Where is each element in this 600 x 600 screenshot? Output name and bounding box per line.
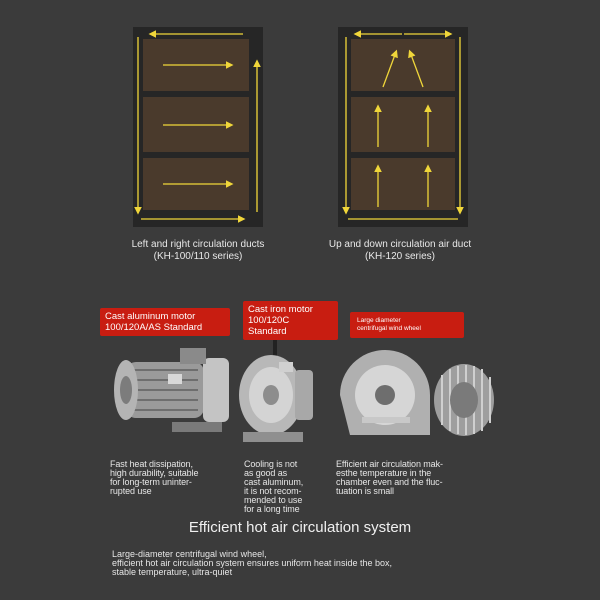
duct-caption-line1: Left and right circulation ducts — [131, 239, 265, 250]
desc-line: Cooling is not — [244, 459, 298, 469]
footer-line: Large-diameter centrifugal wind wheel, — [112, 549, 267, 559]
cast-iron-motor-description: Cooling is not as good as cast aluminum,… — [244, 460, 303, 514]
shelf — [351, 97, 455, 152]
label-line2: 100/120C — [248, 315, 290, 326]
desc-line: esthe temperature in the — [336, 468, 432, 478]
label-line1: Cast aluminum motor — [105, 311, 196, 322]
shelf — [351, 39, 455, 91]
headline: Efficient hot air circulation system — [188, 519, 412, 536]
duct-caption-line2: (KH-100/110 series) — [153, 251, 243, 262]
desc-line: cast aluminum, — [244, 477, 304, 487]
duct-diagram-left-right-graphic — [134, 30, 261, 223]
desc-line: chamber even and the fluc- — [336, 477, 443, 487]
label-line1: Cast iron motor — [248, 304, 313, 315]
label-line2: centrifugal wind wheel — [357, 325, 421, 332]
centrifugal-wind-wheel-image — [340, 350, 494, 436]
desc-line: tuation is small — [336, 486, 394, 496]
duct-caption-left: Left and right circulation ducts (KH-100… — [112, 239, 284, 263]
cast-aluminum-motor-label: Cast aluminum motor 100/120A/AS Standard — [100, 308, 230, 336]
wind-wheel-label: Large diameter centrifugal wind wheel — [350, 312, 464, 338]
desc-line: for a long time — [244, 504, 300, 514]
footer-line: stable temperature, ultra-quiet — [112, 567, 233, 577]
desc-line: for long-term uninter- — [110, 477, 192, 487]
label-line1: Large diameter — [357, 317, 401, 324]
desc-line: rupted use — [110, 486, 152, 496]
desc-line: high durability, suitable — [110, 468, 199, 478]
label-line3: Standard — [248, 326, 287, 337]
footer-line: efficient hot air circulation system ens… — [112, 558, 392, 568]
duct-caption-right: Up and down circulation air duct (KH-120… — [310, 239, 490, 263]
cast-iron-motor-image — [239, 340, 313, 442]
cast-iron-motor-label: Cast iron motor 100/120C Standard — [243, 301, 338, 340]
cast-aluminum-motor-image — [114, 348, 229, 432]
shelf — [351, 158, 455, 210]
cast-aluminum-motor-description: Fast heat dissipation, high durability, … — [110, 460, 198, 496]
duct-diagram-up-down — [338, 27, 468, 227]
desc-line: Efficient air circulation mak- — [336, 459, 443, 469]
wind-wheel-description: Efficient air circulation mak- esthe tem… — [336, 460, 443, 496]
duct-caption-line2: (KH-120 series) — [364, 251, 436, 262]
desc-line: as good as — [244, 468, 288, 478]
desc-line: Fast heat dissipation, — [110, 459, 193, 469]
duct-diagram-up-down-graphic — [342, 30, 464, 220]
duct-caption-line1: Up and down circulation air duct — [328, 239, 472, 250]
desc-line: it is not recom- — [244, 486, 302, 496]
duct-diagram-left-right — [133, 27, 263, 227]
footer-text: Large-diameter centrifugal wind wheel, e… — [112, 550, 392, 577]
label-line2: 100/120A/AS Standard — [105, 322, 203, 333]
desc-line: mended to use — [244, 495, 303, 505]
